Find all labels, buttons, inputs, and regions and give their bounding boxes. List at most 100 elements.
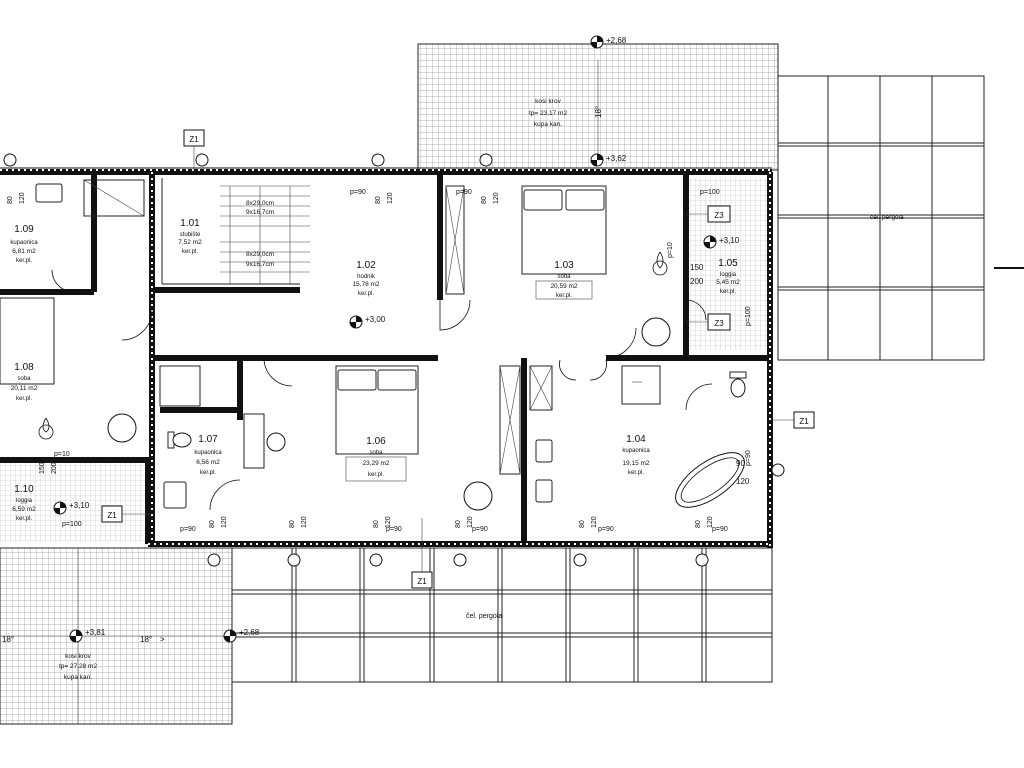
svg-text:+3,10: +3,10 <box>719 236 740 245</box>
elevation-marker: +3,10 <box>703 235 740 249</box>
elevation-marker: +2,68 <box>590 35 627 49</box>
svg-text:19,15 m2: 19,15 m2 <box>622 460 649 467</box>
svg-text:20,59 m2: 20,59 m2 <box>550 283 577 290</box>
roof-top-slope: 18° <box>594 106 603 118</box>
stair-text: 8x29,0cm <box>246 200 274 207</box>
roof-bottom-slope-left: 18° <box>2 635 14 644</box>
svg-text:p=100: p=100 <box>745 306 752 326</box>
svg-text:>: > <box>160 635 165 644</box>
elevation-marker: +3,00 <box>349 315 386 329</box>
svg-text:loggia: loggia <box>720 272 737 278</box>
shower <box>621 365 661 405</box>
svg-text:1.02: 1.02 <box>356 260 376 271</box>
wardrobe <box>499 365 521 475</box>
pergola-right-label: čel. pergola <box>870 214 904 221</box>
roof-top-label: kosi krov <box>535 98 561 105</box>
svg-text:ker.pl.: ker.pl. <box>556 293 572 299</box>
room-label-1-07: 1.07 kupaonica 6,56 m2 ker.pl. <box>194 434 222 476</box>
svg-text:15,78 m2: 15,78 m2 <box>352 281 379 288</box>
roof-bottom-material: kupa kan. <box>64 674 92 681</box>
svg-text:stubište: stubište <box>180 232 201 238</box>
room-label-1-02: 1.02 hodnik 15,78 m2 ker.pl. <box>352 260 379 297</box>
bed-1-06 <box>335 365 419 455</box>
bed-1-03 <box>521 185 607 275</box>
svg-text:p=10: p=10 <box>667 242 674 258</box>
sink <box>535 479 553 503</box>
svg-text:ker.pl.: ker.pl. <box>720 289 736 295</box>
svg-text:+3,00: +3,00 <box>365 315 386 324</box>
svg-text:Z3: Z3 <box>714 211 724 220</box>
svg-text:120: 120 <box>385 516 392 528</box>
shower <box>159 365 201 407</box>
svg-text:kupaonica: kupaonica <box>194 450 222 456</box>
elevation-marker: +3,62 <box>590 153 627 167</box>
window-marks <box>3 153 785 567</box>
svg-text:120: 120 <box>707 516 714 528</box>
svg-text:80: 80 <box>209 520 216 528</box>
pergola-bottom: čel. pergola <box>229 547 773 683</box>
svg-text:p=90: p=90 <box>712 526 728 533</box>
svg-text:p=90: p=90 <box>598 526 614 533</box>
svg-text:p=100: p=100 <box>700 189 720 196</box>
svg-text:1.06: 1.06 <box>366 436 386 447</box>
roof-top-material: kupa kan. <box>534 121 562 128</box>
svg-text:120: 120 <box>493 192 500 204</box>
sink <box>35 183 63 203</box>
svg-text:kupaonica: kupaonica <box>10 240 38 246</box>
shower <box>83 179 145 217</box>
svg-text:120: 120 <box>301 516 308 528</box>
wall-tag: Z1 <box>770 411 815 429</box>
svg-text:p=90: p=90 <box>472 526 488 533</box>
svg-text:120: 120 <box>19 192 26 204</box>
svg-text:ker.pl.: ker.pl. <box>182 249 198 255</box>
svg-text:p=90: p=90 <box>350 189 366 196</box>
svg-text:Z3: Z3 <box>714 319 724 328</box>
sink <box>163 481 187 509</box>
loggia-1-10-floor <box>0 462 148 542</box>
room-label-1-09: 1.09 kupaonica 6,81 m2 ker.pl. <box>10 224 38 264</box>
svg-text:p=90: p=90 <box>386 526 402 533</box>
stair-text: 8x29,0cm <box>246 251 274 258</box>
svg-text:80: 80 <box>579 520 586 528</box>
elevation-marker: +3,81 <box>69 628 106 643</box>
opening-labels: p=90 p=90 p=100 p=10 p=100 p=10 p=100 p=… <box>7 189 752 533</box>
wall-tag: Z3 <box>686 205 731 223</box>
svg-text:200: 200 <box>690 277 704 286</box>
svg-text:150: 150 <box>39 462 46 474</box>
svg-text:6,59 m2: 6,59 m2 <box>12 506 36 513</box>
svg-text:80: 80 <box>455 520 462 528</box>
svg-text:soba: soba <box>369 450 383 456</box>
sink <box>535 439 553 463</box>
svg-text:1.08: 1.08 <box>14 362 34 373</box>
room-label-1-05: 1.05 loggia 5,45 m2 ker.pl. <box>716 258 740 295</box>
svg-text:80: 80 <box>7 196 14 204</box>
pergola-right: čel. pergola <box>777 75 985 361</box>
svg-text:soba: soba <box>557 274 571 280</box>
armchair <box>463 481 493 511</box>
plant-icon <box>38 417 54 440</box>
stair-text: 9x16,7cm <box>246 261 274 268</box>
svg-text:+3,10: +3,10 <box>69 501 90 510</box>
bathtub <box>675 452 745 508</box>
svg-text:+3,81: +3,81 <box>85 628 106 637</box>
toilet <box>729 371 747 398</box>
room-label-1-06: 1.06 soba 23,29 m2 ker.pl. <box>345 436 407 482</box>
svg-text:120: 120 <box>387 192 394 204</box>
svg-text:p=100: p=100 <box>62 521 82 528</box>
svg-text:ker.pl.: ker.pl. <box>16 516 32 522</box>
svg-text:5,45 m2: 5,45 m2 <box>716 279 740 286</box>
svg-text:p=90: p=90 <box>456 189 472 196</box>
wall-tag: Z1 <box>183 129 205 172</box>
svg-text:ker.pl.: ker.pl. <box>628 470 644 476</box>
wardrobe <box>529 365 553 411</box>
svg-text:80: 80 <box>481 196 488 204</box>
toilet <box>167 431 192 449</box>
svg-text:200: 200 <box>51 462 58 474</box>
svg-text:80: 80 <box>375 196 382 204</box>
svg-text:Z1: Z1 <box>107 511 117 520</box>
svg-text:Z1: Z1 <box>189 135 199 144</box>
svg-text:hodnik: hodnik <box>357 274 376 280</box>
svg-text:Z1: Z1 <box>799 417 809 426</box>
svg-text:ker.pl.: ker.pl. <box>368 472 384 478</box>
door-swing <box>51 269 713 511</box>
